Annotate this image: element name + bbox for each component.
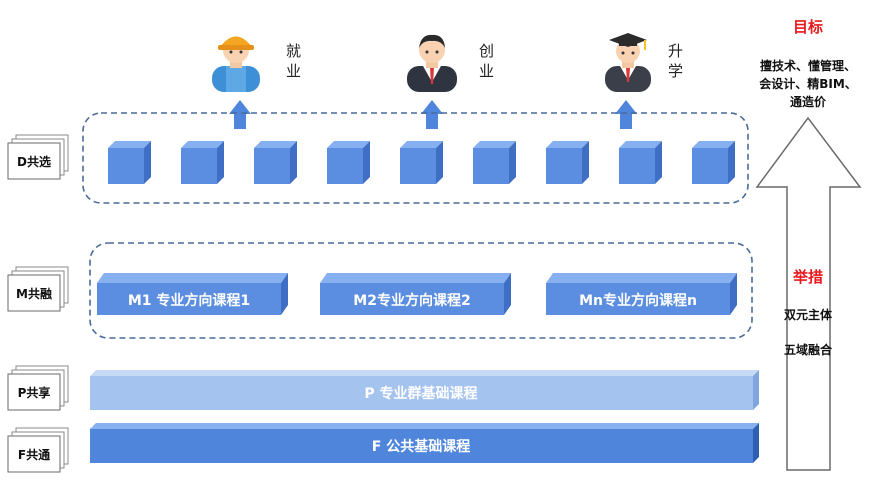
f-tier-bar: F 公共基础课程 [90,423,759,463]
measures-heading: 举措 [792,268,823,286]
d-tier-cube [254,141,297,184]
goal-line-1: 擅技术、懂管理、 [760,58,856,73]
p-tier-label: P共享 [18,385,51,400]
d-tier-cube [619,141,662,184]
businessman-icon [407,34,457,92]
m-course-1: M1 专业方向课程1 [97,273,288,315]
outcome-further-study-line1: 升 [668,42,683,60]
m-course-2: M2专业方向课程2 [320,273,511,315]
p-tier-bar-label: P 专业群基础课程 [364,385,477,402]
d-tier-cubes [108,141,735,184]
worker-icon [212,36,260,92]
p-tier-bar: P 专业群基础课程 [90,370,759,410]
d-tier-label: D共选 [17,154,51,169]
outcome-entrepreneurship-line2: 业 [479,62,494,80]
m-tier-label-tab: M共融 [7,266,69,312]
up-arrow-entrepreneurship [421,100,443,129]
outcome-employment-line1: 就 [286,42,301,60]
outcome-entrepreneurship-line1: 创 [479,42,494,60]
d-tier-cube [181,141,224,184]
graduate-icon [605,33,651,92]
outcome-further-study-line2: 学 [668,62,683,80]
m-tier-label: M共融 [16,286,52,301]
m-course-n: Mn专业方向课程n [546,273,737,315]
m-course-1-label: M1 专业方向课程1 [128,292,250,309]
f-tier-label-tab: F共通 [7,427,69,473]
d-tier-cube [108,141,151,184]
goal-line-2: 会设计、精BIM、 [759,76,857,91]
measures-line-1: 双元主体 [784,307,833,322]
goal-line-3: 通造价 [790,94,827,109]
m-course-2-label: M2专业方向课程2 [353,292,470,309]
p-tier-label-tab: P共享 [7,365,69,411]
d-tier-cube [473,141,516,184]
up-arrow-further-study [615,100,637,129]
f-tier-bar-label: F 公共基础课程 [372,438,470,455]
m-tier-dashed-box [89,242,753,339]
goal-heading: 目标 [793,18,823,36]
d-tier-cube [327,141,370,184]
up-arrow-employment [229,100,251,129]
d-tier-cube [692,141,735,184]
big-up-arrow [755,116,862,471]
m-course-n-label: Mn专业方向课程n [579,292,697,309]
f-tier-label: F共通 [18,447,50,462]
d-tier-dashed-box [82,112,749,204]
d-tier-cube [546,141,589,184]
measures-line-2: 五域融合 [784,342,833,357]
outcome-employment-line2: 业 [286,62,301,80]
d-tier-label-tab: D共选 [7,134,69,180]
d-tier-cube [400,141,443,184]
